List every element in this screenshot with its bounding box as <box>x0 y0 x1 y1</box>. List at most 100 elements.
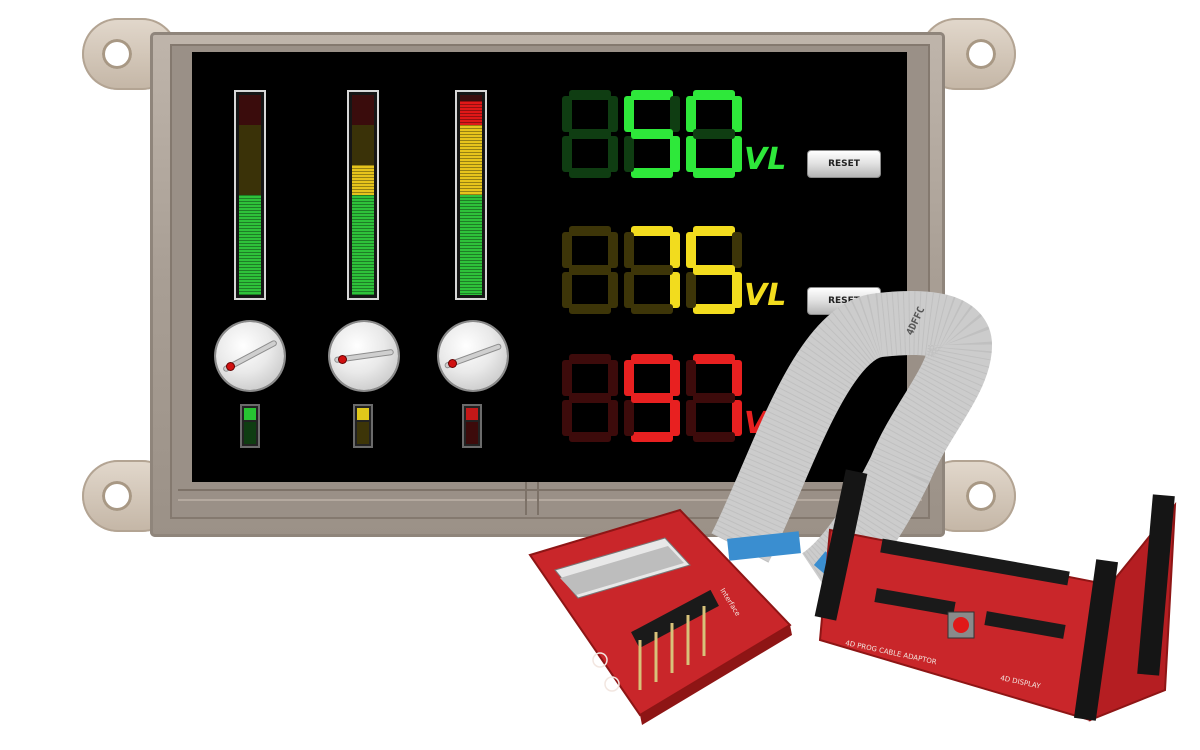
segment <box>631 226 673 236</box>
pin-header <box>631 589 719 690</box>
segment <box>732 232 742 268</box>
segment <box>693 226 735 236</box>
segment <box>569 168 611 178</box>
segment <box>693 129 735 139</box>
segment <box>670 272 680 308</box>
knob-pointer-dot <box>338 355 346 363</box>
reset-push-button <box>953 617 969 633</box>
toggle-indicator-light <box>357 408 369 420</box>
segment <box>562 400 572 436</box>
digital-readout-2: VL <box>562 226 792 321</box>
segment <box>693 432 735 442</box>
segment <box>631 90 673 100</box>
toggle-switch-1[interactable] <box>240 404 260 448</box>
level-meter-3 <box>455 90 487 300</box>
pin-header <box>874 538 1070 639</box>
segment <box>608 232 618 268</box>
seven-segment-digit <box>562 226 618 314</box>
segment <box>569 304 611 314</box>
segment <box>569 354 611 364</box>
ribbon-cable: 4DFFC <box>711 290 993 607</box>
segment <box>686 400 696 436</box>
segment <box>624 272 634 308</box>
toggle-body <box>244 422 256 444</box>
digital-readout-1: VL <box>562 90 792 185</box>
segment <box>631 129 673 139</box>
segment <box>631 354 673 364</box>
segment <box>608 96 618 132</box>
seven-segment-digit <box>624 90 680 178</box>
segment <box>569 129 611 139</box>
bezel-trace <box>178 489 922 501</box>
segment <box>732 400 742 436</box>
seven-segment-digit <box>562 354 618 442</box>
segment <box>732 272 742 308</box>
toggle-switch-3[interactable] <box>462 404 482 448</box>
lcd-screen: VL VL VL RESET RESET <box>192 52 907 482</box>
segment <box>693 168 735 178</box>
segment <box>732 96 742 132</box>
segment <box>693 90 735 100</box>
rotary-knob-1[interactable] <box>216 322 284 390</box>
segment <box>608 136 618 172</box>
level-meter-2 <box>347 90 379 300</box>
segment <box>562 232 572 268</box>
segment <box>631 265 673 275</box>
seven-segment-digit <box>686 226 742 314</box>
reset-button-1[interactable]: RESET <box>807 150 881 178</box>
toggle-switch-2[interactable] <box>353 404 373 448</box>
segment <box>686 272 696 308</box>
segment <box>631 393 673 403</box>
segment <box>631 432 673 442</box>
toggle-body <box>466 422 478 444</box>
rotary-knob-2[interactable] <box>330 322 398 390</box>
readout-unit: VL <box>744 142 787 177</box>
seven-segment-digit <box>562 90 618 178</box>
mounting-hole <box>966 481 996 511</box>
segment <box>686 232 696 268</box>
segment <box>693 304 735 314</box>
segment <box>732 136 742 172</box>
seven-segment-digit <box>624 354 680 442</box>
segment <box>608 360 618 396</box>
toggle-indicator-light <box>244 408 256 420</box>
mounting-hole <box>966 39 996 69</box>
toggle-indicator-light <box>466 408 478 420</box>
segment <box>624 400 634 436</box>
seven-segment-digit <box>686 90 742 178</box>
level-meter-fill <box>239 195 261 295</box>
segment <box>624 136 634 172</box>
segment <box>631 168 673 178</box>
seven-segment-digit <box>686 354 742 442</box>
knob-pointer-dot <box>448 360 456 368</box>
display-shield-board: 4D PROG CABLE ADAPTOR 4D DISPLAY <box>814 469 1177 722</box>
segment <box>569 393 611 403</box>
interface-adaptor-board: Interface <box>528 508 792 725</box>
segment <box>686 360 696 396</box>
digital-readout-3: VL <box>562 354 792 449</box>
segment <box>670 96 680 132</box>
segment <box>693 354 735 364</box>
seven-segment-digit <box>624 226 680 314</box>
segment <box>624 232 634 268</box>
mounting-hole <box>102 39 132 69</box>
bezel-notch <box>525 481 539 515</box>
segment <box>670 400 680 436</box>
segment <box>562 272 572 308</box>
segment <box>693 265 735 275</box>
mounting-hole <box>102 481 132 511</box>
segment <box>624 96 634 132</box>
segment <box>608 272 618 308</box>
rotary-knob-3[interactable] <box>439 322 507 390</box>
level-meter-fill <box>460 101 482 295</box>
knob-pointer-dot <box>227 362 235 370</box>
readout-unit: VL <box>744 278 787 313</box>
segment <box>562 360 572 396</box>
level-meter-fill <box>352 165 374 295</box>
segment <box>670 136 680 172</box>
segment <box>569 90 611 100</box>
segment <box>624 360 634 396</box>
segment <box>569 432 611 442</box>
